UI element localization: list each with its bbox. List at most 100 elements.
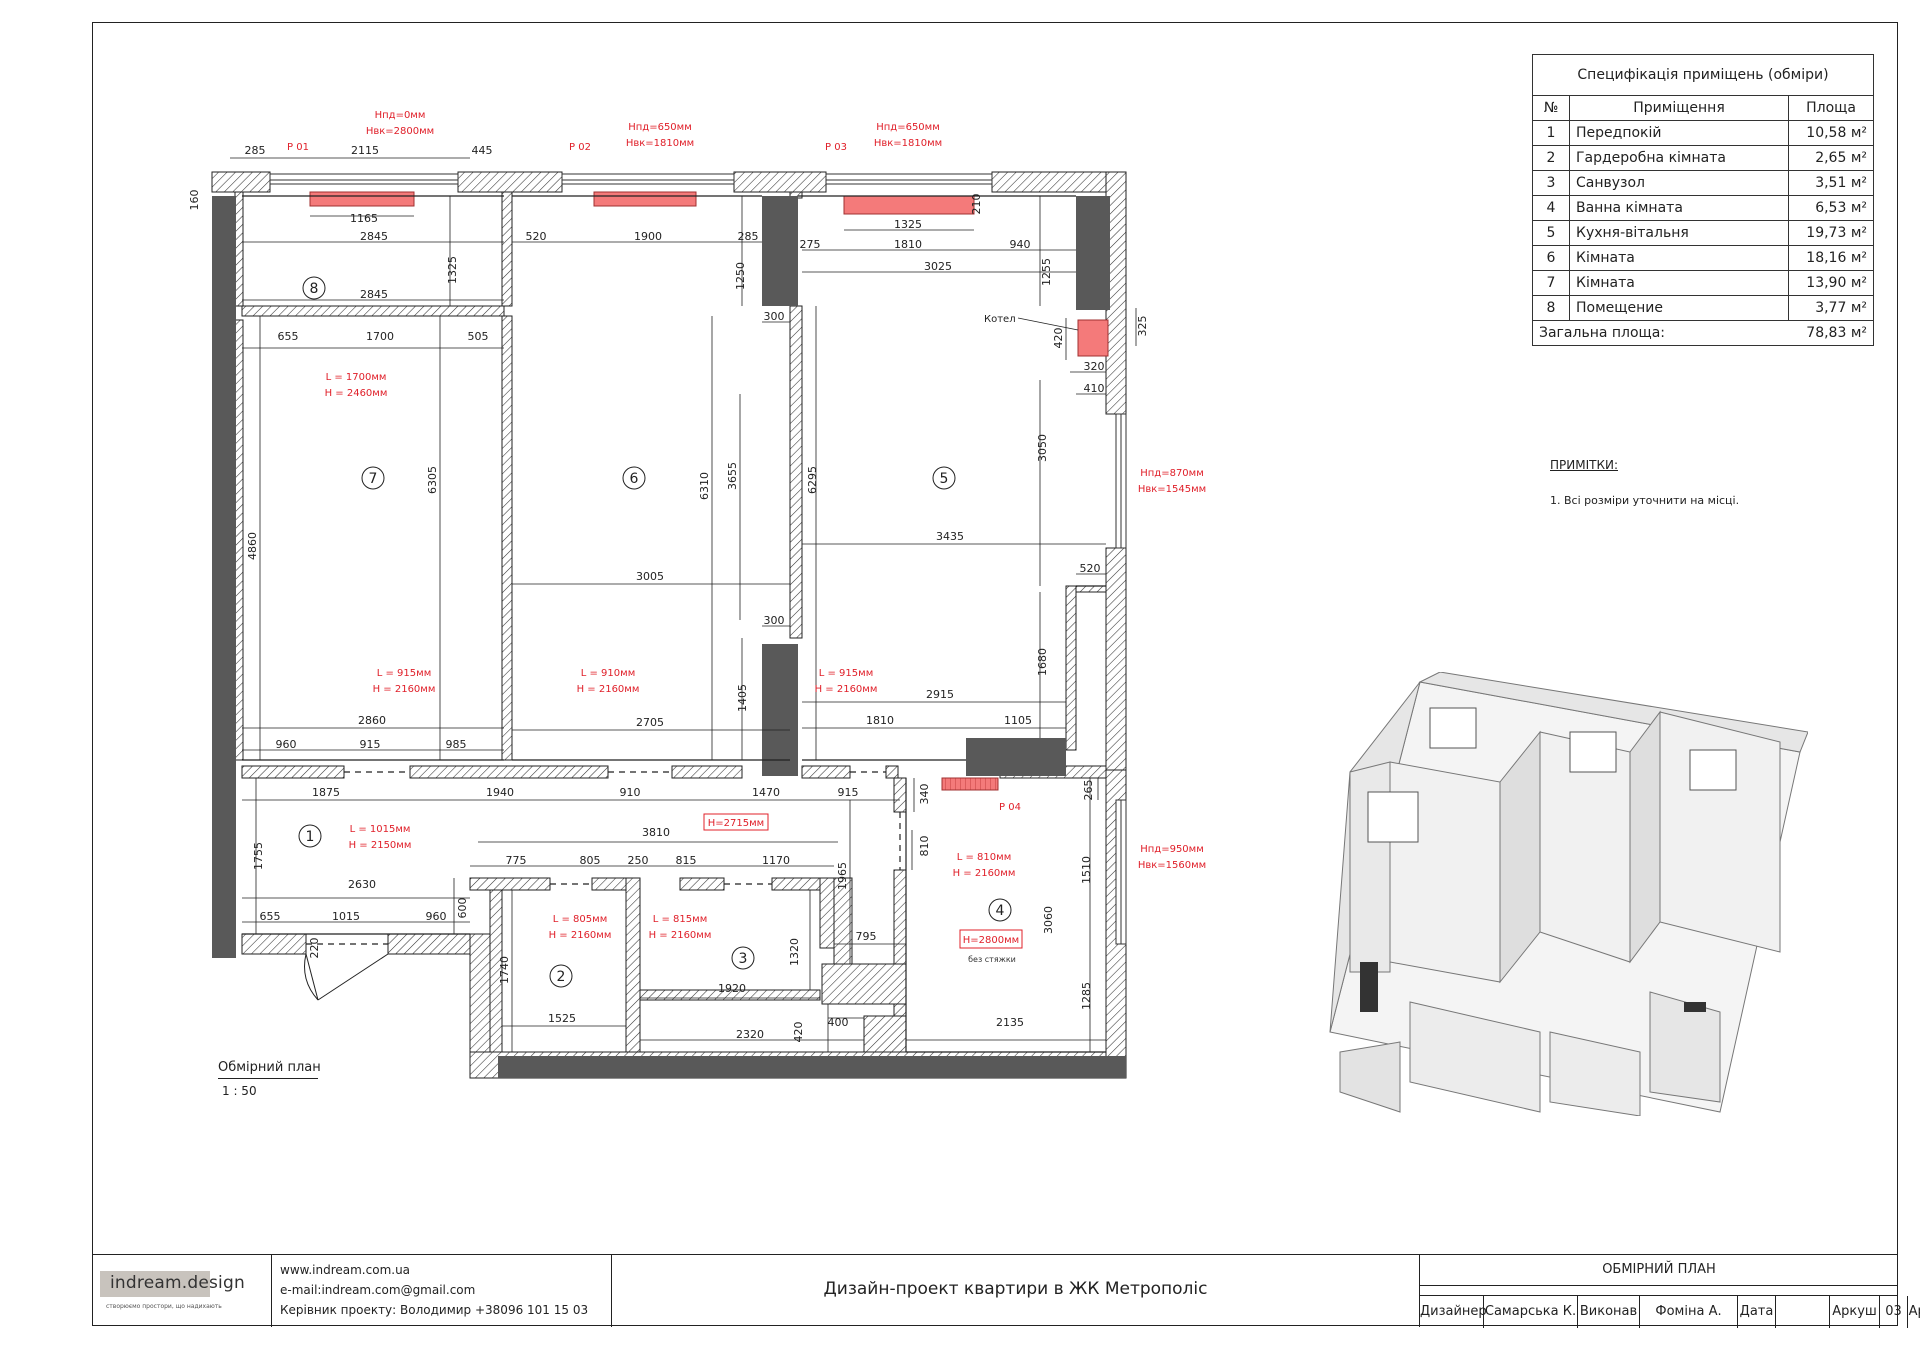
opening-4-height: Н = 2160мм: [815, 684, 878, 695]
entrance-door: [304, 953, 389, 1001]
plan-title: Обмірний план: [218, 1060, 321, 1075]
dim-text: 3435: [936, 530, 964, 543]
room-circles: [298, 276, 1012, 988]
window-2-top: Нвк=1810мм: [626, 138, 694, 149]
spec-total-label: Загальна площа:: [1532, 320, 1789, 346]
dim-text: 910: [620, 786, 641, 799]
dim-text: 410: [1084, 382, 1105, 395]
dim-text: 655: [260, 910, 281, 923]
dim-text: 1940: [486, 786, 514, 799]
dim-text: 600: [456, 898, 469, 919]
sheets-label: Аркушів: [1908, 1296, 1920, 1328]
designer-label: Дизайнер: [1420, 1296, 1487, 1328]
room-number-5: 5: [940, 471, 949, 487]
dim-text: 2860: [358, 714, 386, 727]
spec-header-num: №: [1532, 95, 1570, 121]
dim-text: 1250: [734, 262, 747, 290]
screed-note: без стяжки: [968, 955, 1016, 964]
dim-text: 320: [1084, 360, 1105, 373]
spec-caption: Специфікація приміщень (обміри): [1532, 54, 1874, 96]
sheet-number: 03: [1880, 1296, 1908, 1328]
spec-area: 2,65 м²: [1788, 145, 1874, 171]
opening-6-height: Н = 2160мм: [549, 930, 612, 941]
dim-text: 1105: [1004, 714, 1032, 727]
dim-text: 1740: [498, 956, 511, 984]
spec-area: 19,73 м²: [1788, 220, 1874, 246]
spec-room: Кімната: [1569, 245, 1789, 271]
project-cell: Дизайн-проект квартири в ЖК Метрополіс: [612, 1255, 1420, 1327]
sheet-info-cell: ОБМІРНИЙ ПЛАН Дизайнер Самарська К. Вико…: [1420, 1255, 1920, 1328]
designer-name: Самарська К.: [1484, 1296, 1578, 1328]
spec-header-room: Приміщення: [1569, 95, 1789, 121]
window-1-top: Нвк=2800мм: [366, 126, 434, 137]
window-5-sill: Нпд=950мм: [1140, 844, 1204, 855]
dim-text: 445: [472, 144, 493, 157]
spec-num: 6: [1532, 245, 1570, 271]
spec-area: 18,16 м²: [1788, 245, 1874, 271]
radiator-label-4: Р 04: [999, 802, 1021, 813]
height-boxes: [703, 813, 1023, 949]
dim-text: 2630: [348, 878, 376, 891]
table-total-row: Загальна площа: 78,83 м²: [1532, 320, 1874, 346]
sheet-info-row: Дизайнер Самарська К. Виконав Фоміна А. …: [1420, 1295, 1920, 1328]
spec-area: 10,58 м²: [1788, 120, 1874, 146]
window-4-top: Нвк=1545мм: [1138, 484, 1206, 495]
dim-text: 3810: [642, 826, 670, 839]
opening-5-length: L = 1015мм: [350, 824, 411, 835]
dim-text: 520: [1080, 562, 1101, 575]
windows: [269, 173, 1127, 945]
dim-text: 1755: [252, 842, 265, 870]
website-link[interactable]: www.indream.com.ua: [280, 1263, 411, 1277]
room-outlines: [242, 195, 1106, 1053]
dim-text: 2320: [736, 1028, 764, 1041]
dim-text: 1510: [1080, 856, 1093, 884]
table-row: 6 Кімната 18,16 м²: [1532, 245, 1874, 271]
dim-text: 6305: [426, 466, 439, 494]
dim-text: 2135: [996, 1016, 1024, 1029]
spec-room: Ванна кімната: [1569, 195, 1789, 221]
dim-text: 960: [426, 910, 447, 923]
dim-text: 1875: [312, 786, 340, 799]
table-row: 1 Передпокій 10,58 м²: [1532, 120, 1874, 146]
corridor-height: Н=2715мм: [708, 818, 764, 829]
logo: indream.design: [100, 1271, 272, 1297]
logo-tagline: створюємо простори, що надихають: [106, 1303, 222, 1310]
dim-text: 4860: [246, 532, 259, 560]
dim-text: 1965: [836, 862, 849, 890]
opening-4-length: L = 915мм: [819, 668, 873, 679]
dim-text: 1680: [1036, 648, 1049, 676]
opening-3-length: L = 910мм: [581, 668, 635, 679]
dim-text: 6295: [806, 466, 819, 494]
opening-7-height: Н = 2160мм: [649, 930, 712, 941]
opening-8-length: L = 810мм: [957, 852, 1011, 863]
spec-area: 3,77 м²: [1788, 295, 1874, 321]
email-link[interactable]: e-mail:indream.com@gmail.com: [280, 1283, 476, 1297]
dim-text: 1320: [788, 938, 801, 966]
dim-text: 1700: [366, 330, 394, 343]
dim-text: 915: [838, 786, 859, 799]
spec-area: 13,90 м²: [1788, 270, 1874, 296]
room-number-4: 4: [996, 903, 1005, 919]
spec-header-area: Площа: [1788, 95, 1874, 121]
dim-text: 1470: [752, 786, 780, 799]
dim-text: 1810: [894, 238, 922, 251]
room-number-7: 7: [369, 471, 378, 487]
window-1-sill: Нпд=0мм: [375, 110, 426, 121]
spec-area: 6,53 м²: [1788, 195, 1874, 221]
dim-text: 1255: [1040, 258, 1053, 286]
spec-room: Кімната: [1569, 270, 1789, 296]
dim-text: 655: [278, 330, 299, 343]
radiator-label-2: Р 02: [569, 142, 591, 153]
dim-text: 3050: [1036, 434, 1049, 462]
dim-text: 805: [580, 854, 601, 867]
dim-text: 985: [446, 738, 467, 751]
sheet-frame: [92, 22, 1898, 1326]
dim-text: 1325: [894, 218, 922, 231]
plan-title-rule: [218, 1078, 318, 1079]
logo-swatch: [100, 1271, 210, 1297]
dim-text: 815: [676, 854, 697, 867]
dim-text: 325: [1136, 316, 1149, 337]
dim-text: 285: [245, 144, 266, 157]
dim-text: 1170: [762, 854, 790, 867]
room-number-8: 8: [310, 281, 319, 297]
